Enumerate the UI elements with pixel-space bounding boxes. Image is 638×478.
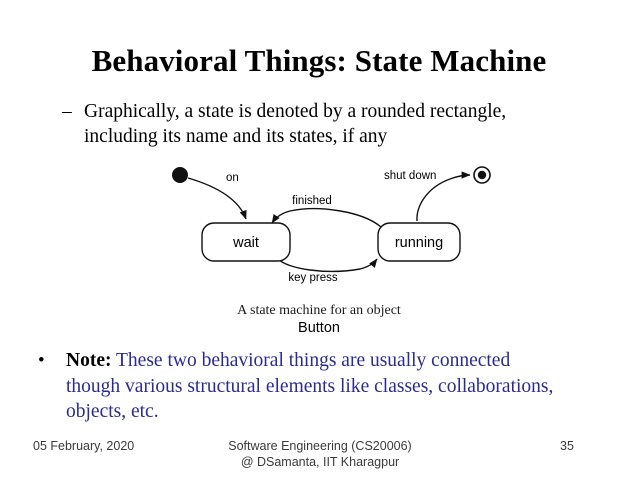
footer-date: 05 February, 2020	[33, 439, 135, 453]
bullet-item-note: • Note: These two behavioral things are …	[38, 348, 608, 425]
transition-label-key-press: key press	[288, 272, 337, 284]
note-line-1: These two behavioral things are usually …	[116, 350, 511, 371]
bullet-item-graphically-text: Graphically, a state is denoted by a rou…	[84, 99, 607, 149]
bullet-item-note-text: Note: These two behavioral things are us…	[66, 348, 608, 425]
note-lead-label: Note:	[66, 350, 112, 371]
transition-arrow-key-press	[277, 258, 378, 273]
diagram-caption-line1: A state machine for an object	[237, 303, 401, 318]
page-title: Behavioral Things: State Machine	[91, 43, 547, 78]
initial-state-icon	[172, 167, 188, 183]
bullet-line-1: Graphically, a state is denoted by a rou…	[84, 101, 507, 122]
bullet-item-graphically: – Graphically, a state is denoted by a r…	[62, 99, 607, 149]
state-machine-diagram: on finished key press shut down wait run…	[150, 155, 510, 285]
state-label-running: running	[395, 235, 443, 251]
transition-arrow-shut-down	[416, 171, 471, 222]
final-state-dot-icon	[477, 170, 487, 180]
footer-course-line1: Software Engineering (CS20006)	[228, 439, 412, 453]
bullet-dash-marker: –	[62, 101, 72, 122]
footer-page-number: 35	[560, 439, 574, 453]
transition-arrow-on	[187, 177, 247, 220]
footer-course: Software Engineering (CS20006) @ DSamant…	[150, 438, 490, 470]
transition-label-finished: finished	[292, 195, 332, 207]
diagram-caption-line2: Button	[298, 320, 340, 336]
bullet-dot-marker: •	[38, 350, 45, 371]
note-line-2: though various structural elements like …	[66, 375, 554, 397]
transition-label-shut-down: shut down	[384, 170, 436, 182]
state-box-running[interactable]	[377, 222, 461, 262]
footer-course-line2: @ DSamanta, IIT Kharagpur	[240, 455, 400, 469]
state-box-wait[interactable]	[201, 222, 291, 262]
note-line-3: objects, etc.	[66, 401, 159, 422]
transition-label-on: on	[226, 172, 239, 184]
bullet-line-2: including its name and its states, if an…	[84, 126, 388, 147]
state-label-wait: wait	[232, 235, 259, 251]
transition-arrow-finished	[271, 208, 382, 228]
